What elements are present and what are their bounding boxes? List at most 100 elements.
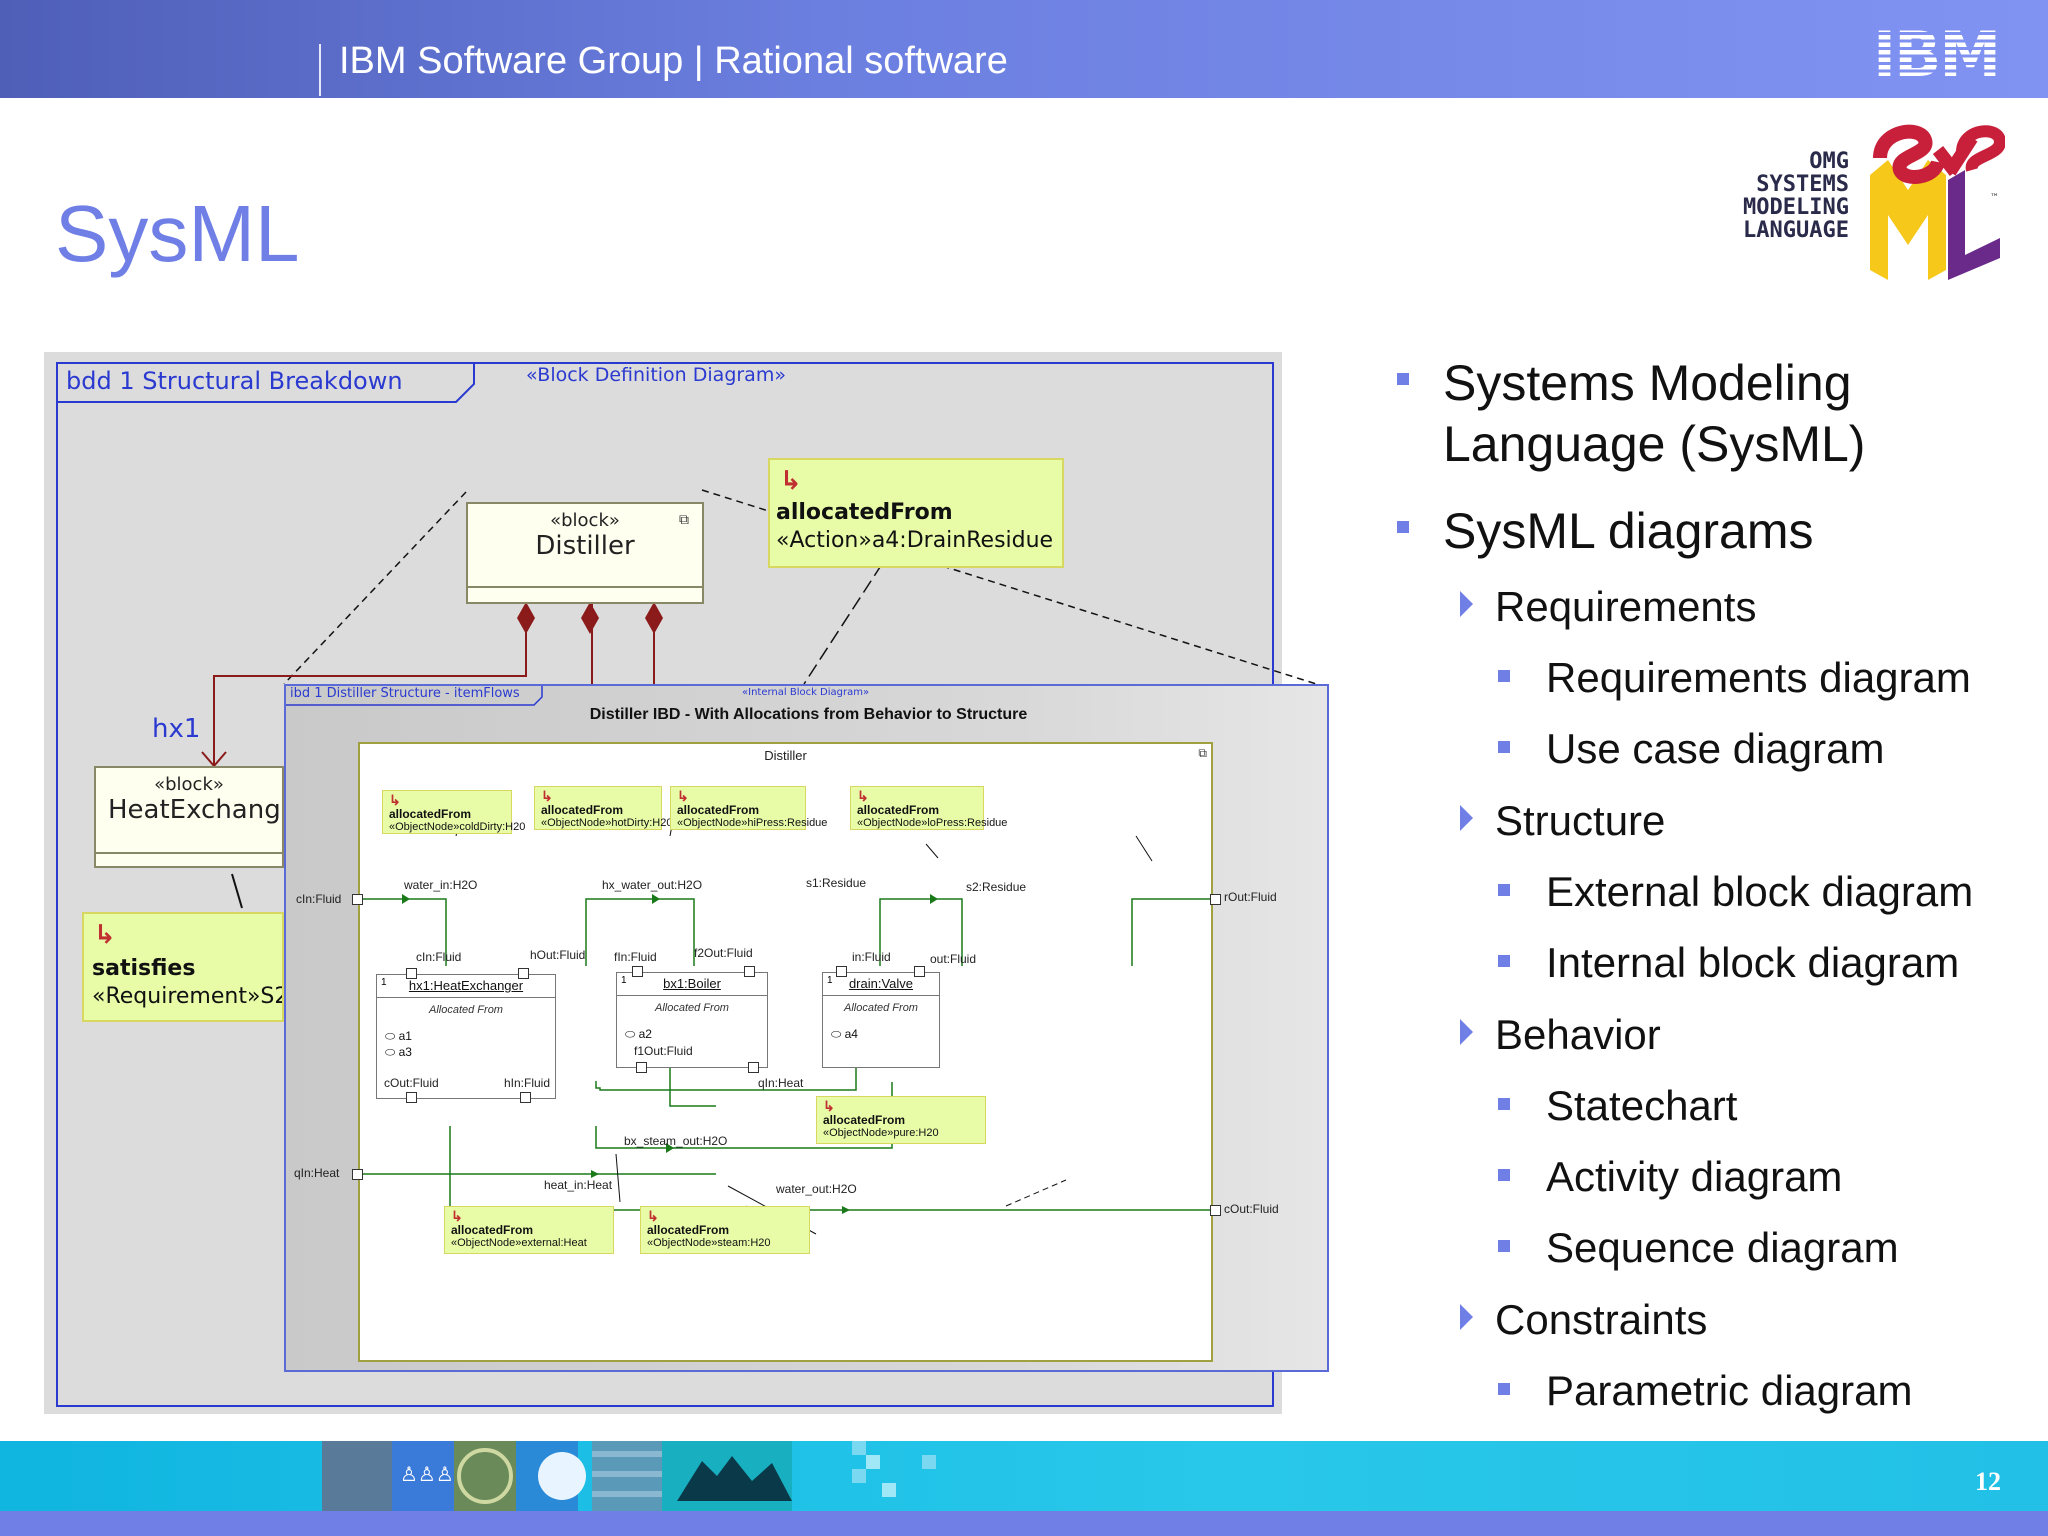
flow-s2: s2:Residue (966, 880, 1027, 894)
svg-text:IBM: IBM (1873, 20, 1999, 80)
action-pin: ⬭ a3 (385, 1045, 412, 1059)
bdd-stereotype: «Block Definition Diagram» (526, 364, 786, 386)
svg-text:♙♙♙: ♙♙♙ (400, 1462, 454, 1486)
note-text: «ObjectNode»hiPress:Residue (677, 817, 828, 829)
footer-underline (0, 1511, 2048, 1536)
bullet-l3: Activity diagram (1546, 1153, 1843, 1200)
allocation-arrow-icon: ↳ (823, 1098, 835, 1114)
note-title: allocatedFrom (389, 807, 472, 821)
action-name: a4 (844, 1027, 858, 1041)
label-bx-f2Out: f2Out:Fluid (694, 946, 753, 960)
note-coldDirty: ↳ allocatedFrom «ObjectNode»coldDirty:H2… (382, 790, 525, 834)
label-rOut-outer: rOut:Fluid (1224, 890, 1277, 904)
bullet-square-icon (1498, 1383, 1510, 1395)
block-compartment (96, 852, 282, 854)
port-cIn-outer (352, 894, 363, 905)
satisfies-note: ↳ satisfies «Requirement»S2.0 (82, 912, 284, 1022)
allocation-arrow-icon: ↳ (541, 788, 553, 804)
ibd-heading: Distiller IBD - With Allocations from Be… (589, 706, 1028, 723)
block-stereotype: «block» (550, 510, 620, 531)
note-loPress: ↳ allocatedFrom «ObjectNode»loPress:Resi… (850, 786, 1008, 830)
label-cIn-outer: cIn:Fluid (296, 892, 342, 906)
port-hx-hIn (520, 1092, 531, 1103)
note-title: satisfies (92, 956, 196, 981)
bullet-triangle-icon (1460, 1304, 1473, 1330)
port-hx-cOut (406, 1092, 417, 1103)
allocation-arrow-icon: ↳ (780, 466, 802, 496)
block-name: Distiller (535, 531, 635, 561)
note-title: allocatedFrom (857, 803, 940, 817)
ibd-diagram: ibd 1 Distiller Structure - itemFlows «I… (284, 684, 1329, 1372)
label-dv-out: out:Fluid (930, 952, 977, 966)
ibd-tab-shape (286, 686, 543, 706)
sysml-mark-icon: ™ (1870, 124, 2005, 280)
bullet-square-icon (1397, 373, 1409, 385)
container-caption: Distiller (764, 748, 807, 763)
sysml-logo-word: SYSTEMS (1756, 172, 1849, 197)
bullet-l3: Parametric diagram (1546, 1367, 1913, 1414)
part-name: drain:Valve (848, 976, 914, 991)
note-text: «ObjectNode»loPress:Residue (857, 817, 1008, 829)
port-dv-in (836, 966, 847, 977)
part-heat-exchanger: 1 hx1:HeatExchanger Allocated From ⬭ a1 … (376, 974, 556, 1099)
header-bar: IBM Software Group | Rational software (0, 0, 2048, 98)
ibd-flows (354, 793, 1216, 1235)
ibd-tab-label: ibd 1 Distiller Structure - itemFlows (290, 686, 520, 701)
page-number: 12 (1975, 1467, 2001, 1496)
port-hx-hOut (518, 968, 529, 979)
sysml-logo: OMG SYSTEMS MODELING LANGUAGE ™ (1725, 120, 2005, 280)
port-bx-qIn (748, 1062, 759, 1073)
note-text: «Requirement»S2.0 (92, 984, 282, 1009)
allocation-arrow-icon: ↳ (677, 788, 689, 804)
port-qIn-outer (352, 1169, 363, 1180)
note-hiPress: ↳ allocatedFrom «ObjectNode»hiPress:Resi… (670, 786, 828, 830)
satisfy-arrow-icon: ↳ (94, 920, 116, 950)
label-qIn-outer: qIn:Heat (294, 1166, 340, 1180)
bullet-square-icon (1498, 741, 1510, 753)
bullet-square-icon (1498, 884, 1510, 896)
ibm-logo: IBM (1873, 18, 2013, 91)
note-text: «ObjectNode»hotDirty:H20 (541, 817, 673, 829)
part-multiplicity: 1 (381, 977, 387, 988)
note-text: «Action»a4:DrainResidue (776, 528, 1054, 553)
label-bx-fIn: fIn:Fluid (614, 950, 657, 964)
action-name: a1 (398, 1029, 412, 1043)
bullet-l2: Behavior (1495, 1011, 1661, 1058)
label-hx-cIn: cIn:Fluid (416, 950, 462, 964)
allocation-arrow-icon: ↳ (857, 788, 869, 804)
part-multiplicity: 1 (621, 975, 627, 986)
footer-band (0, 1441, 2048, 1511)
allocated-from-note: ↳ allocatedFrom «Action»a4:DrainResidue (768, 458, 1064, 568)
label-hx-hOut: hOut:Fluid (530, 948, 586, 962)
flow-bx-steam-out: bx_steam_out:H2O (624, 1134, 728, 1148)
bullet-triangle-icon (1460, 591, 1473, 617)
flow-hx-water-out: hx_water_out:H2O (602, 878, 703, 892)
sysml-logo-words: OMG SYSTEMS MODELING LANGUAGE (1729, 150, 1849, 242)
sysml-logo-word: LANGUAGE (1743, 218, 1849, 243)
action-name: a2 (638, 1027, 652, 1041)
note-external: ↳ allocatedFrom «ObjectNode»external:Hea… (444, 1206, 614, 1254)
note-pure: ↳ allocatedFrom «ObjectNode»pure:H20 (816, 1096, 986, 1144)
flow-water-out: water_out:H2O (776, 1182, 857, 1196)
slide-title: SysML (55, 189, 300, 278)
footer-collage-image: ♙♙♙ (322, 1441, 936, 1511)
bullet-l3: Statechart (1546, 1082, 1738, 1129)
allocation-arrow-icon: ↳ (451, 1208, 463, 1224)
note-title: allocatedFrom (647, 1223, 730, 1237)
note-text: «ObjectNode»steam:H20 (647, 1237, 771, 1249)
port-cOut-outer (1210, 1205, 1221, 1216)
label-hx-hIn: hIn:Fluid (504, 1076, 551, 1090)
part-allocated-from: Allocated From (823, 995, 939, 1014)
part-allocated-from: Allocated From (377, 997, 555, 1016)
part-drain-valve: 1 drain:Valve Allocated From ⬭ a4 (822, 972, 940, 1068)
sysml-diagram-image: bdd 1 Structural Breakdown «Block Defini… (44, 352, 1329, 1417)
bullet-l3: Internal block diagram (1546, 939, 1960, 986)
block-stereotype: «block» (154, 774, 224, 795)
flow-s1: s1:Residue (806, 876, 867, 890)
port-rOut-outer (1210, 894, 1221, 905)
bullet-square-icon (1397, 521, 1409, 533)
flow-heat-in: heat_in:Heat (544, 1178, 613, 1192)
port-bx-fIn (632, 966, 643, 977)
bullet-square-icon (1498, 1240, 1510, 1252)
label-cOut-outer: cOut:Fluid (1224, 1202, 1279, 1216)
